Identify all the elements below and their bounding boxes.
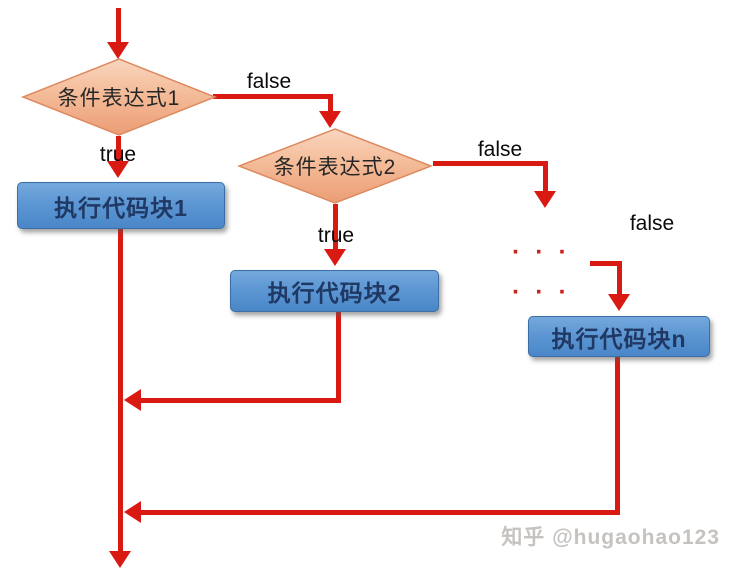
connector-cond1-false-h bbox=[213, 94, 333, 99]
node-block2: 执行代码块2 bbox=[230, 270, 439, 312]
node-cond1: 条件表达式1 bbox=[21, 58, 217, 136]
connector-cond2-true bbox=[333, 204, 338, 252]
node-cond2-label: 条件表达式2 bbox=[273, 156, 397, 179]
node-block2-label: 执行代码块2 bbox=[267, 280, 402, 306]
arrowhead-down-icon bbox=[107, 161, 129, 178]
ellipsis-dots: · · · bbox=[512, 238, 571, 266]
connector-blockn-exit-v bbox=[615, 355, 620, 515]
ellipsis-dots: · · · bbox=[512, 278, 571, 306]
arrowhead-down-icon bbox=[107, 42, 129, 59]
edge-label-condn-false: false bbox=[629, 212, 675, 235]
node-cond1-label: 条件表达式1 bbox=[57, 87, 181, 110]
connector-condn-false-v bbox=[617, 261, 622, 296]
connector-main-exit bbox=[118, 227, 123, 561]
node-block1: 执行代码块1 bbox=[17, 182, 225, 229]
connector-blockn-exit-h bbox=[139, 510, 620, 515]
connector-cond2-false-v bbox=[543, 161, 548, 193]
node-cond2: 条件表达式2 bbox=[237, 128, 433, 204]
arrowhead-down-icon bbox=[608, 294, 630, 311]
arrowhead-left-icon bbox=[124, 389, 141, 411]
arrowhead-down-icon bbox=[319, 111, 341, 128]
watermark: 知乎 @hugaohao123 bbox=[501, 526, 720, 549]
connector-block2-exit-v bbox=[336, 310, 341, 403]
connector-cond1-true bbox=[116, 136, 121, 163]
edge-label-cond1-false: false bbox=[246, 70, 292, 93]
edge-label-cond2-false: false bbox=[477, 138, 523, 161]
connector-entry bbox=[116, 8, 121, 44]
connector-block2-exit-h bbox=[139, 398, 341, 403]
arrowhead-left-icon bbox=[124, 501, 141, 523]
arrowhead-down-icon bbox=[109, 551, 131, 568]
connector-cond2-false-h bbox=[433, 161, 548, 166]
edge-label-cond1-true: true bbox=[99, 143, 137, 166]
diamond-shape-icon bbox=[237, 128, 433, 204]
connector-cond1-false-v bbox=[328, 94, 333, 113]
connector-condn-false-h bbox=[590, 261, 622, 266]
arrowhead-down-icon bbox=[324, 249, 346, 266]
edge-label-cond2-true: true bbox=[317, 224, 355, 247]
node-blockn-label: 执行代码块n bbox=[551, 325, 687, 352]
diamond-shape-icon bbox=[21, 58, 217, 136]
arrowhead-down-icon bbox=[534, 191, 556, 208]
node-blockn: 执行代码块n bbox=[528, 316, 710, 357]
node-block1-label: 执行代码块1 bbox=[54, 194, 188, 221]
